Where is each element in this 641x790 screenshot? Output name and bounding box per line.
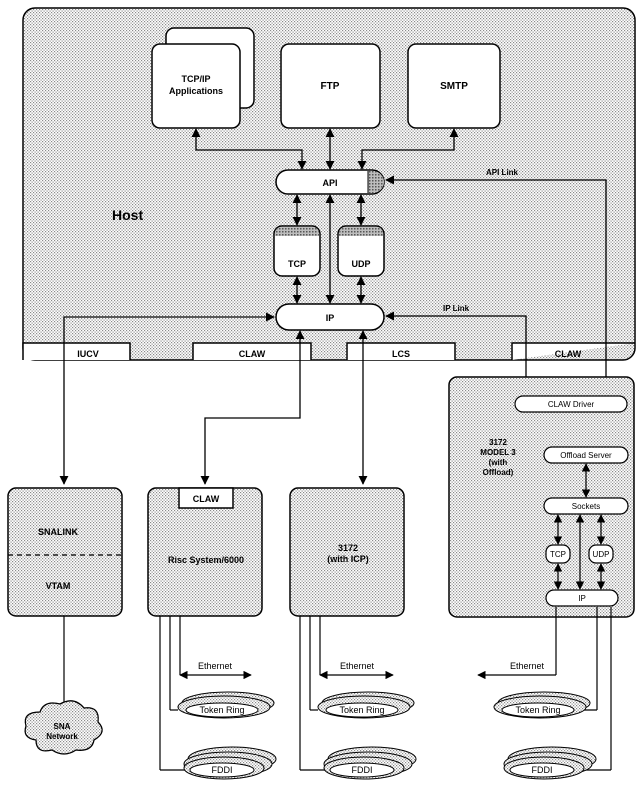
- sockets-bar: Sockets: [543, 497, 629, 515]
- icp-label-1: 3172: [338, 543, 358, 553]
- icp-fddi-label: FDDI: [352, 765, 373, 775]
- tab-iucv: IUCV: [77, 349, 99, 359]
- host-tcp-label: TCP: [288, 259, 306, 269]
- offload-ip-label: IP: [578, 594, 586, 603]
- api-bar: API: [275, 169, 385, 195]
- risc-token-ring-label: Token Ring: [199, 705, 244, 715]
- ip-link-label: IP Link: [443, 304, 470, 313]
- tcpip-applications-box: TCP/IP Applications: [151, 27, 255, 129]
- smtp-label: SMTP: [440, 81, 468, 92]
- icp-3172-box: 3172 (with ICP): [289, 487, 405, 617]
- api-link-label: API Link: [486, 168, 519, 177]
- snalink-label: SNALINK: [38, 527, 78, 537]
- offload-tcp-label: TCP: [550, 550, 566, 559]
- risc-ethernet-label: Ethernet: [198, 661, 233, 671]
- icp-network-lines: [299, 616, 394, 771]
- api-link: [385, 175, 611, 445]
- offload-fddi-label: FDDI: [532, 765, 553, 775]
- host-tcp-box: TCP: [273, 225, 321, 277]
- offload-fddi: FDDI: [503, 746, 597, 780]
- claw-tab-label: CLAW: [193, 494, 220, 504]
- host-arrows: [191, 128, 459, 304]
- icp-fddi: FDDI: [323, 746, 417, 780]
- offload-ip-bar: IP: [545, 589, 619, 607]
- tcpip-applications-label-1: TCP/IP: [181, 74, 210, 84]
- ftp-box: FTP: [280, 43, 381, 129]
- offload-name-2: MODEL 3: [480, 448, 516, 457]
- host-udp-label: UDP: [351, 259, 370, 269]
- offload-udp-box: UDP: [588, 544, 614, 564]
- host-title: Host: [112, 207, 143, 223]
- smtp-box: SMTP: [407, 43, 501, 129]
- host-udp-box: UDP: [337, 225, 385, 277]
- icp-token-ring: Token Ring: [317, 691, 415, 719]
- host-ip-label: IP: [326, 313, 335, 323]
- claw-driver-label: CLAW Driver: [548, 400, 595, 409]
- offload-tcp-box: TCP: [545, 544, 571, 564]
- risc-label: Risc System/6000: [168, 555, 244, 565]
- sockets-label: Sockets: [572, 502, 600, 511]
- offload-token-ring-label: Token Ring: [515, 705, 560, 715]
- icp-token-ring-label: Token Ring: [339, 705, 384, 715]
- risc-token-ring: Token Ring: [177, 691, 275, 719]
- sna-network-cloud: SNA Network: [24, 700, 103, 755]
- offload-udp-label: UDP: [593, 550, 610, 559]
- sna-label-1: SNA: [54, 722, 71, 731]
- offload-server-bar: Offload Server: [543, 446, 629, 464]
- claw-driver-bar: CLAW Driver: [514, 395, 628, 413]
- offload-arrows: [553, 463, 606, 590]
- risc-system-box: CLAW Risc System/6000: [147, 487, 263, 617]
- vtam-label: VTAM: [46, 581, 71, 591]
- tab-claw-1: CLAW: [239, 349, 266, 359]
- sna-label-2: Network: [46, 732, 78, 741]
- ftp-label: FTP: [321, 81, 340, 92]
- offload-ethernet-label: Ethernet: [510, 661, 545, 671]
- offload-3172-box: 3172 MODEL 3 (with Offload): [448, 376, 635, 618]
- tab-claw-2: CLAW: [555, 349, 582, 359]
- icp-ethernet-label: Ethernet: [340, 661, 375, 671]
- risc-network-lines: [159, 616, 252, 771]
- snalink-vtam-box: SNALINK VTAM: [7, 487, 123, 617]
- host-ip-bar: IP: [275, 303, 385, 331]
- offload-token-ring: Token Ring: [493, 691, 591, 719]
- icp-label-2: (with ICP): [327, 554, 369, 564]
- api-label: API: [322, 178, 337, 188]
- tcpip-applications-label-2: Applications: [169, 86, 223, 96]
- offload-server-label: Offload Server: [560, 451, 612, 460]
- tab-lcs: LCS: [392, 349, 410, 359]
- offload-name-4: Offload): [483, 468, 514, 477]
- offload-network-lines: [477, 607, 612, 771]
- risc-fddi: FDDI: [183, 746, 277, 780]
- device-links: [59, 312, 368, 485]
- offload-name-1: 3172: [489, 438, 507, 447]
- offload-name-3: (with: [489, 458, 508, 467]
- risc-fddi-label: FDDI: [212, 765, 233, 775]
